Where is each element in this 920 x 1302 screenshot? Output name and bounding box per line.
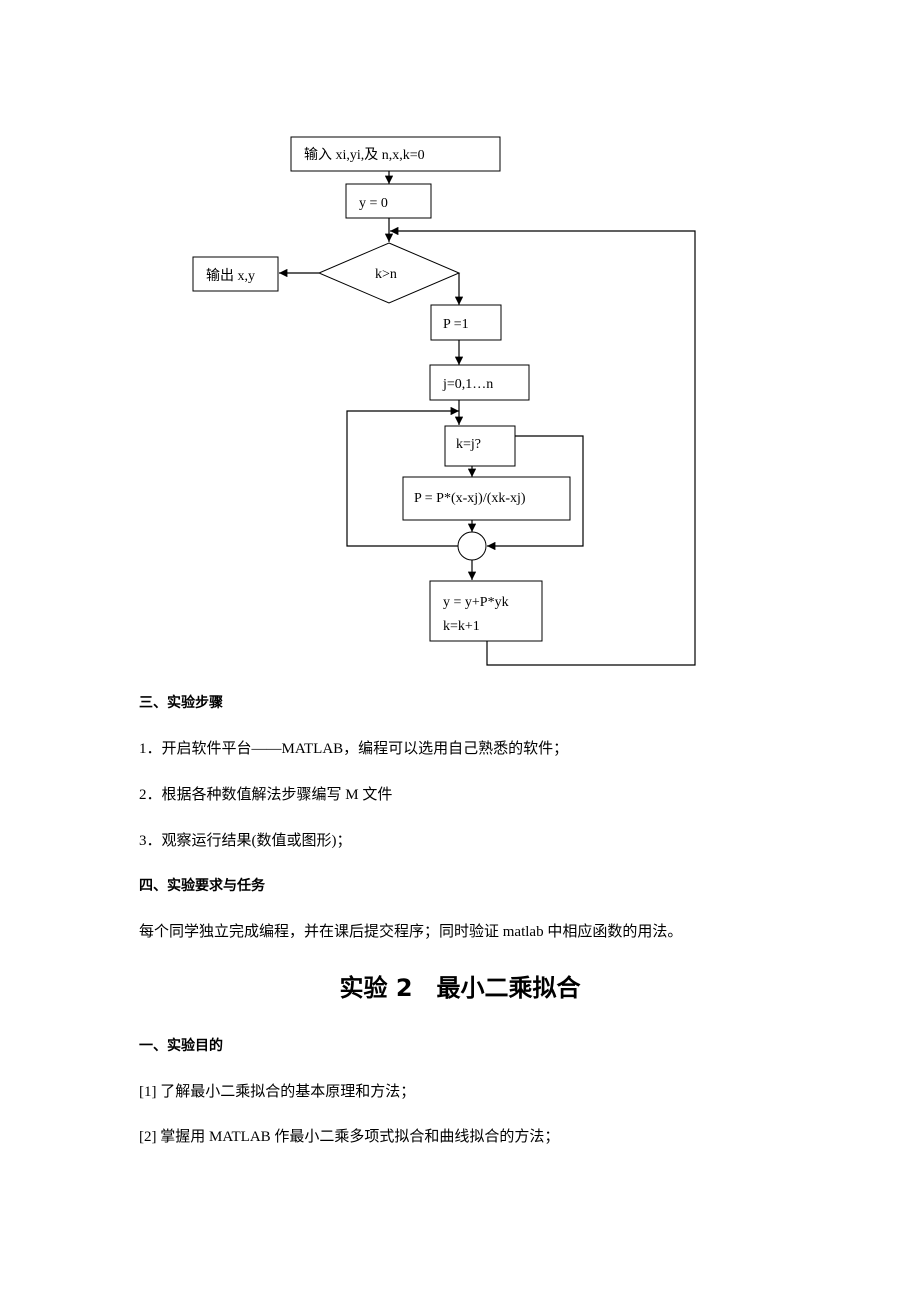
flow-loop-j-text: j=0,1…n — [442, 377, 493, 392]
experiment-2-name: 最小二乘拟合 — [436, 974, 581, 1002]
step-2: 2．根据各种数值解法步骤编写 M 文件 — [139, 787, 393, 803]
flow-init-y-text: y = 0 — [359, 196, 388, 211]
flow-output-text: 输出 x,y — [206, 268, 255, 284]
flowchart: 输入 xi,yi,及 n,x,k=0 y = 0 k>n 输出 x,y P =1… — [192, 136, 696, 666]
flow-input-box: 输入 xi,yi,及 n,x,k=0 — [290, 136, 501, 172]
experiment-2-label: 实验 2 — [339, 974, 413, 1002]
step-3: 3．观察运行结果(数值或图形)； — [139, 833, 352, 849]
flow-update-p-box: P = P*(x-xj)/(xk-xj) — [402, 476, 571, 521]
section-1-heading: 一、实验目的 — [139, 1038, 223, 1054]
flow-check-kj-text: k=j? — [456, 437, 481, 452]
flow-update-y-box: y = y+P*yk k=k+1 — [429, 580, 543, 642]
flow-output-box: 输出 x,y — [192, 256, 279, 292]
flow-junction-circle — [457, 531, 487, 561]
objective-1: [1] 了解最小二乘拟合的基本原理和方法； — [139, 1084, 416, 1100]
flow-update-y-text: y = y+P*yk — [443, 595, 509, 610]
section-4-text: 每个同学独立完成编程，并在课后提交程序；同时验证 matlab 中相应函数的用法… — [139, 924, 683, 940]
flow-incr-k-text: k=k+1 — [443, 619, 480, 634]
flow-init-p-box: P =1 — [430, 304, 502, 341]
flow-update-p-text: P = P*(x-xj)/(xk-xj) — [414, 491, 526, 506]
section-4-heading: 四、实验要求与任务 — [139, 878, 265, 894]
flow-condition-diamond: k>n — [317, 242, 461, 304]
flow-connectors — [279, 171, 696, 666]
section-3-heading: 三、实验步骤 — [139, 695, 223, 711]
flow-init-y-box: y = 0 — [345, 183, 432, 219]
flow-check-kj-box: k=j? — [444, 425, 516, 467]
flow-init-p-text: P =1 — [443, 317, 469, 332]
step-1: 1．开启软件平台——MATLAB，编程可以选用自己熟悉的软件； — [139, 741, 569, 757]
flow-condition-text: k>n — [375, 267, 397, 282]
experiment-2-title: 实验 2 最小二乘拟合 — [0, 972, 920, 1004]
flow-input-text: 输入 xi,yi,及 n,x,k=0 — [304, 147, 425, 163]
objective-2: [2] 掌握用 MATLAB 作最小二乘多项式拟合和曲线拟合的方法； — [139, 1129, 560, 1145]
flow-loop-j-box: j=0,1…n — [429, 364, 530, 401]
